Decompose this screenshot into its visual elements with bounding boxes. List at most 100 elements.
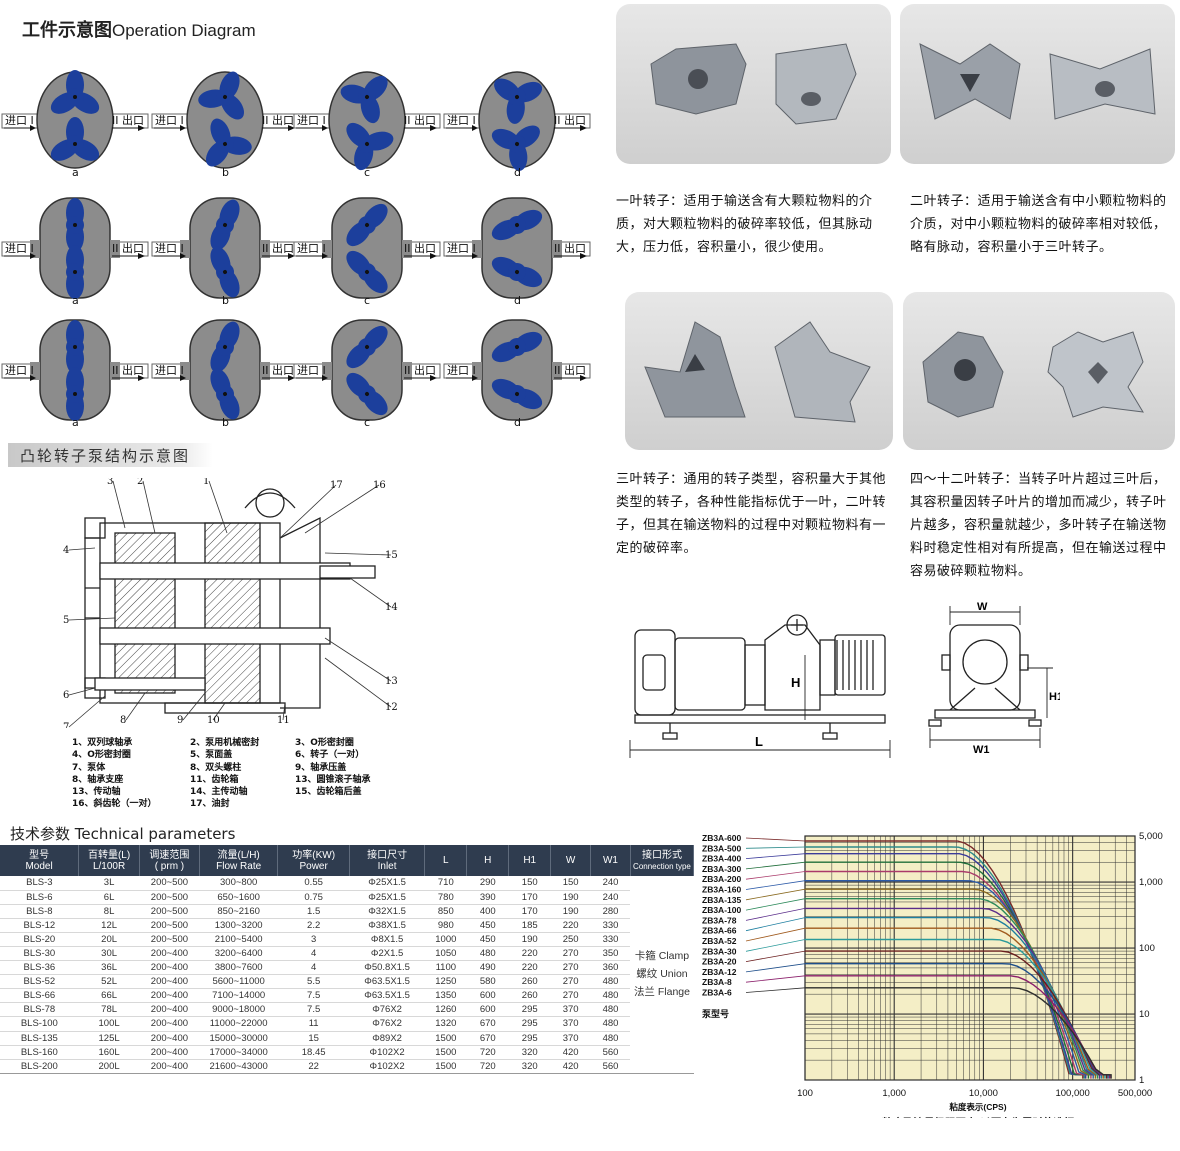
table-cell: 9000~18000 — [199, 1002, 278, 1018]
col-header: 调速范围( prm ) — [139, 845, 200, 876]
table-cell: 18.45 — [277, 1045, 350, 1060]
series-line — [805, 975, 1111, 1079]
table-cell: 560 — [590, 1045, 631, 1060]
table-cell: 4 — [277, 946, 350, 962]
table-cell: 1300~3200 — [199, 918, 278, 933]
table-cell: 6L — [78, 890, 140, 905]
col-header: H — [466, 845, 510, 876]
table-cell: 720 — [466, 1045, 509, 1060]
legend-entry: 5、泵面盖 — [190, 750, 233, 761]
legend-entry: ZB3A-100 — [702, 905, 741, 915]
legend-entry: 7、泵体 — [72, 762, 106, 773]
callout-13: 13 — [385, 676, 398, 687]
table-cell: 220 — [508, 960, 551, 976]
table-cell: BLS-30 — [0, 946, 79, 962]
legend-entry: 2、泵用机械密封 — [190, 738, 260, 748]
callout-15: 15 — [385, 550, 398, 561]
table-cell: Φ25X1.5 — [349, 890, 425, 905]
table-cell: Φ102X2 — [349, 1045, 425, 1060]
table-cell: Φ8X1.5 — [349, 932, 425, 947]
table-cell: 200~500 — [139, 890, 200, 905]
table-cell: 450 — [466, 932, 509, 947]
table-cell: 330 — [590, 932, 631, 947]
outlet-label: II 出口 — [262, 363, 294, 377]
table-cell: 480 — [590, 974, 631, 990]
table-cell: 200~500 — [139, 932, 200, 947]
col-header: 流量(L/H)Flow Rate — [199, 845, 279, 876]
x-tick-label: 100,000 — [1055, 1088, 1089, 1099]
table-cell: 670 — [466, 1016, 509, 1032]
outlet-label: II 出口 — [112, 363, 144, 377]
table-cell: BLS-12 — [0, 918, 79, 933]
pump-elevation-drawing: L H — [615, 600, 905, 760]
table-cell: BLS-36 — [0, 960, 79, 976]
inlet-label: 进口 I — [5, 364, 34, 377]
table-cell: 320 — [508, 1045, 551, 1060]
table-cell: Φ25X1.5 — [349, 876, 425, 891]
table-cell: 240 — [590, 876, 631, 891]
table-cell: 190 — [508, 932, 551, 947]
rotor-desc-3lobe: 三叶转子：通用的转子类型，容积量大于其他类型的转子，各种性能指标优于一叶，二叶转… — [616, 472, 887, 556]
table-cell: 11000~22000 — [199, 1016, 278, 1032]
table-cell: 22 — [277, 1059, 350, 1074]
table-cell: 270 — [550, 974, 591, 990]
table-cell: Φ63.5X1.5 — [349, 974, 425, 990]
chart-title: 粘度及流量极限图表(以压力为零时的选择) — [882, 1116, 1078, 1118]
table-cell: Φ76X2 — [349, 1002, 425, 1018]
table-cell: BLS-160 — [0, 1045, 79, 1060]
table-cell: 270 — [550, 960, 591, 976]
dim-W1: W1 — [973, 744, 990, 756]
legend-title: 泵型号 — [702, 1008, 729, 1019]
table-cell: 3200~6400 — [199, 946, 278, 962]
step-label: b — [222, 416, 229, 427]
table-cell: 200~400 — [139, 1045, 200, 1060]
table-cell: 185 — [508, 918, 551, 933]
legend-entry: 6、转子（一对） — [295, 750, 365, 761]
legend-entry: ZB3A-600 — [702, 833, 741, 843]
table-cell: 20L — [78, 932, 140, 947]
table-cell: 100L — [78, 1016, 140, 1032]
table-cell: 850~2160 — [199, 904, 278, 919]
table-cell: 52L — [78, 974, 140, 990]
rotor-photo-2lobe — [900, 4, 1175, 164]
x-axis-label: 粘度表示(CPS) — [948, 1102, 1006, 1112]
col-header: 百转量(L)L/100R — [78, 845, 141, 876]
table-cell: 780 — [424, 890, 467, 905]
table-cell: BLS-78 — [0, 1002, 79, 1018]
table-cell: 420 — [550, 1059, 591, 1074]
step-label: d — [514, 416, 521, 427]
table-cell: 3L — [78, 876, 140, 891]
table-cell: 170 — [508, 890, 551, 905]
inlet-label: 进口 I — [5, 114, 34, 127]
inlet-label: 进口 I — [297, 242, 326, 255]
table-cell: 36L — [78, 960, 140, 976]
table-cell: 0.75 — [277, 890, 350, 905]
table-cell: Φ50.8X1.5 — [349, 960, 425, 976]
inlet-label: 进口 I — [447, 364, 476, 377]
table-cell: 150 — [508, 876, 551, 891]
table-cell: 200~500 — [139, 876, 200, 891]
table-cell: Φ32X1.5 — [349, 904, 425, 919]
table-cell: 280 — [590, 904, 631, 919]
outlet-label: II 出口 — [554, 113, 586, 127]
x-tick-label: 10,000 — [969, 1088, 998, 1099]
table-cell: 1260 — [424, 1002, 467, 1018]
table-cell: 200~400 — [139, 1016, 200, 1032]
outlet-label: II 出口 — [112, 241, 144, 255]
rotor-desc-2lobe: 二叶转子：适用于输送含有中小颗粒物料的介质，对中小颗粒物料的破碎率相对较低，略有… — [910, 194, 1167, 255]
table-cell: 295 — [508, 1002, 551, 1018]
table-cell: 11 — [277, 1016, 350, 1032]
